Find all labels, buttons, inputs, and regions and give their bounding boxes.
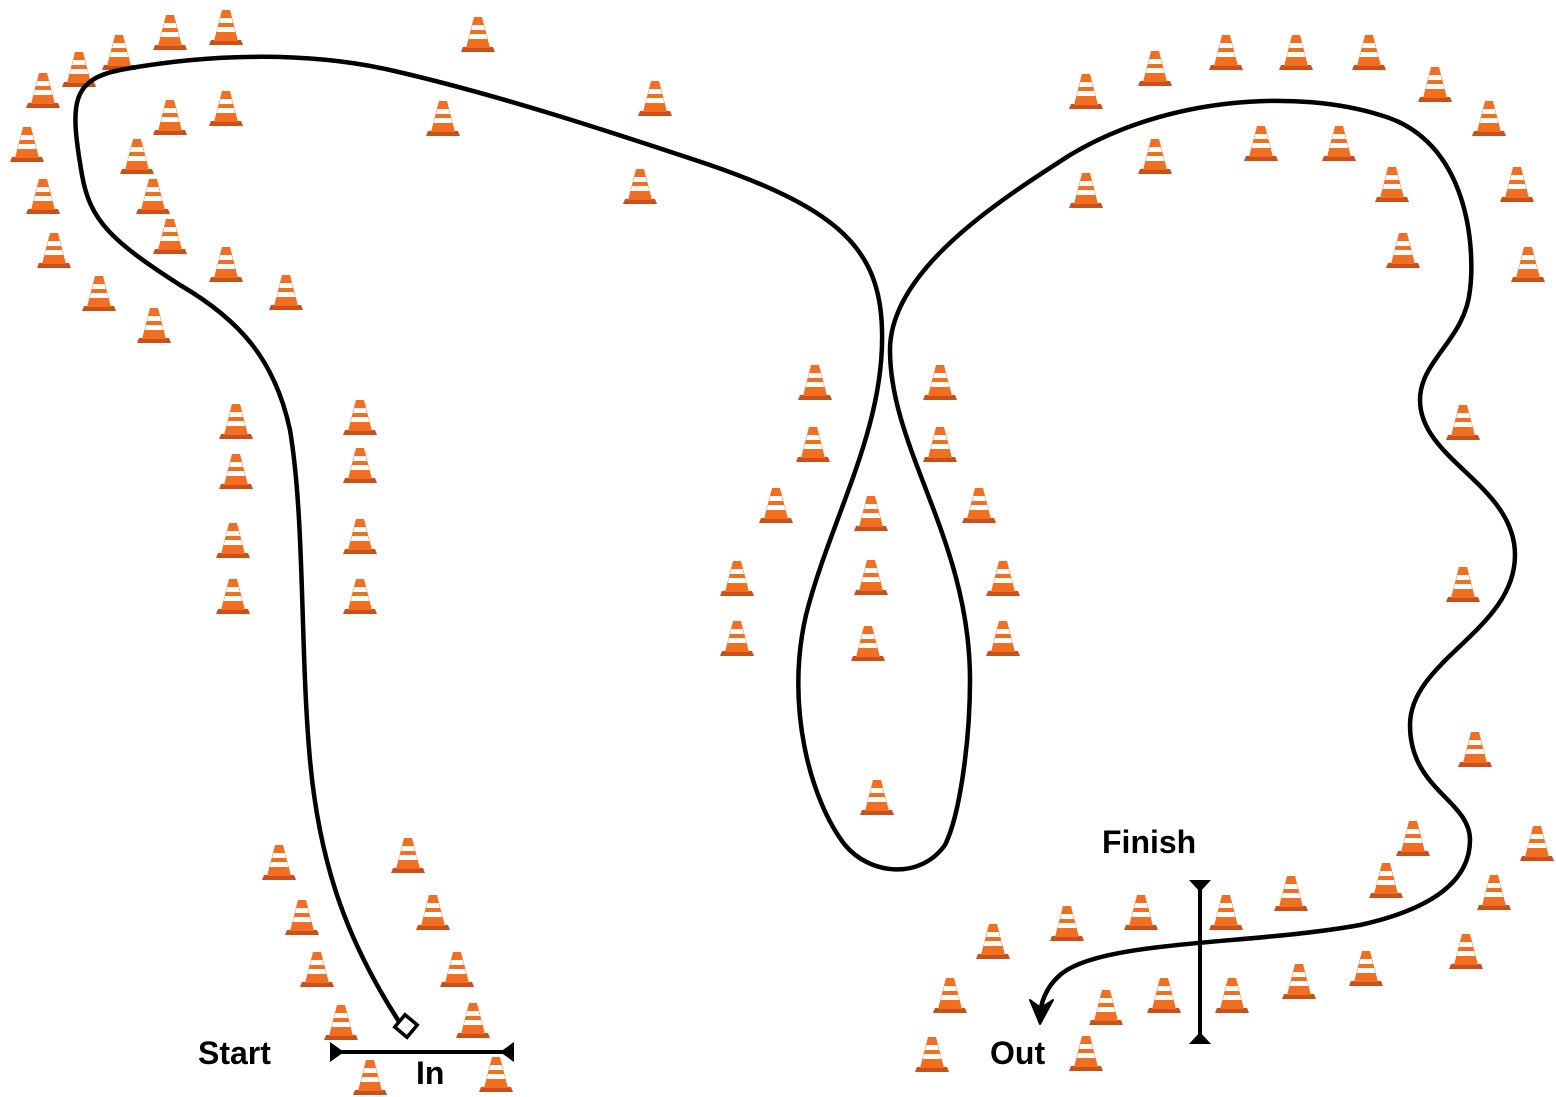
traffic-cone-icon (1449, 934, 1483, 969)
traffic-cone-icon (1138, 139, 1172, 174)
in-label: In (416, 1055, 444, 1091)
traffic-cone-icon (1069, 74, 1103, 109)
traffic-cone-icon (1520, 826, 1554, 861)
traffic-cone-icon (796, 427, 830, 462)
traffic-cone-icon (353, 1060, 387, 1095)
traffic-cone-icon (343, 448, 377, 483)
traffic-cone-icon (269, 275, 303, 310)
traffic-cone-icon (153, 219, 187, 254)
traffic-cone-icon (209, 91, 243, 126)
traffic-cone-icon (1124, 895, 1158, 930)
traffic-cone-icon (1458, 732, 1492, 767)
traffic-cone-icon (720, 561, 754, 596)
traffic-cone-icon (1147, 978, 1181, 1013)
traffic-cone-icon (1369, 863, 1403, 898)
finish-label: Finish (1102, 824, 1196, 860)
traffic-cone-icon (1209, 35, 1243, 70)
traffic-cone-icon (923, 427, 957, 462)
traffic-cone-icon (82, 276, 116, 311)
traffic-cone-icon (1418, 67, 1452, 102)
traffic-cone-icon (102, 35, 136, 70)
traffic-cone-icon (1274, 876, 1308, 911)
traffic-cone-icon (343, 519, 377, 554)
traffic-cone-icon (456, 1003, 490, 1038)
traffic-cone-icon (1069, 173, 1103, 208)
traffic-cone-icon (1138, 51, 1172, 86)
traffic-cone-icon (343, 400, 377, 435)
traffic-cone-icon (1069, 1036, 1103, 1071)
traffic-cone-icon (1386, 233, 1420, 268)
traffic-cone-icon (26, 73, 60, 108)
traffic-cone-icon (720, 621, 754, 656)
traffic-cone-icon (759, 488, 793, 523)
traffic-cone-icon (136, 179, 170, 214)
traffic-cone-icon (416, 895, 450, 930)
arrow-head-icon (1029, 999, 1054, 1025)
traffic-cone-icon (933, 978, 967, 1013)
traffic-cone-icon (262, 845, 296, 880)
driving-line (73, 54, 1518, 1023)
traffic-cone-icon (1375, 167, 1409, 202)
traffic-cone-icon (1322, 126, 1356, 161)
traffic-cone-icon (1352, 35, 1386, 70)
traffic-cone-icon (1446, 567, 1480, 602)
traffic-cone-icon (343, 579, 377, 614)
traffic-cone-icon (638, 81, 672, 116)
traffic-cone-icon (986, 621, 1020, 656)
traffic-cone-icon (153, 15, 187, 50)
traffic-cone-icon (915, 1037, 949, 1072)
traffic-cone-icon (300, 952, 334, 987)
traffic-cone-icon (986, 561, 1020, 596)
traffic-cone-icon (37, 233, 71, 268)
traffic-cone-icon (440, 952, 474, 987)
traffic-cone-icon (962, 488, 996, 523)
traffic-cone-icon (1472, 101, 1506, 136)
traffic-cone-icon (854, 560, 888, 595)
traffic-cone-icon (1089, 990, 1123, 1025)
traffic-cone-icon (153, 100, 187, 135)
start-marker-icon (392, 1012, 420, 1040)
traffic-cone-icon (1477, 875, 1511, 910)
traffic-cone-icon (216, 523, 250, 558)
start-label: Start (198, 1035, 271, 1071)
traffic-cone-icon (798, 365, 832, 400)
traffic-cone-icon (10, 127, 44, 162)
traffic-cone-icon (1244, 126, 1278, 161)
traffic-cone-icon (1215, 978, 1249, 1013)
traffic-cone-icon (479, 1057, 513, 1092)
traffic-cone-icon (324, 1005, 358, 1040)
traffic-cone-icon (391, 838, 425, 873)
traffic-cone-icon (426, 101, 460, 136)
traffic-cone-icon (209, 247, 243, 282)
traffic-cone-icon (219, 454, 253, 489)
traffic-cone-icon (120, 139, 154, 174)
traffic-cone-icon (1511, 247, 1545, 282)
traffic-cone-icon (1282, 964, 1316, 999)
traffic-cone-icon (1279, 35, 1313, 70)
traffic-cone-icon (976, 924, 1010, 959)
traffic-cone-icon (285, 900, 319, 935)
finish-gate (1189, 880, 1211, 1044)
out-label: Out (990, 1035, 1045, 1071)
start-gate (330, 1042, 514, 1062)
traffic-cone-icon (860, 780, 894, 815)
traffic-cone-icon (1209, 895, 1243, 930)
traffic-cone-icon (1050, 906, 1084, 941)
traffic-cone-icon (216, 579, 250, 614)
traffic-cone-icon (219, 404, 253, 439)
traffic-cone-icon (851, 626, 885, 661)
traffic-cone-icon (1500, 167, 1534, 202)
traffic-cone-icon (1446, 405, 1480, 440)
traffic-cone-icon (1349, 951, 1383, 986)
traffic-cone-icon (854, 496, 888, 531)
traffic-cone-icon (923, 365, 957, 400)
traffic-cone-icon (461, 17, 495, 52)
traffic-cone-icon (1396, 821, 1430, 856)
traffic-cone-icon (209, 10, 243, 45)
traffic-cone-icon (137, 308, 171, 343)
traffic-cone-icon (26, 179, 60, 214)
traffic-cone-icon (623, 169, 657, 204)
